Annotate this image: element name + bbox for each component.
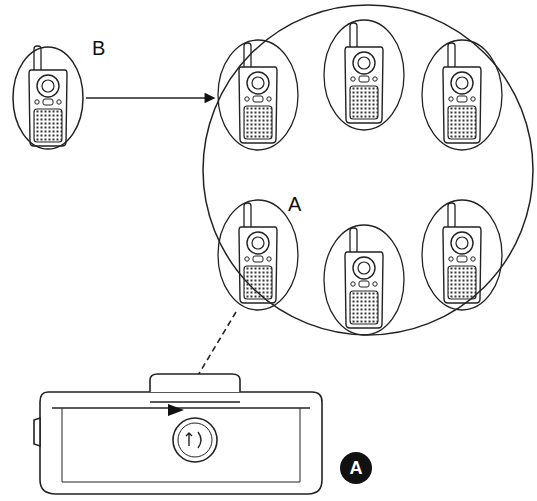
callout-badge: A (340, 452, 372, 484)
callout-letter: A (350, 458, 363, 479)
arrow-connector (86, 93, 215, 103)
node-outline (202, 4, 534, 336)
group-ellipse: B (12, 46, 84, 150)
group-letter: B (92, 38, 105, 58)
group-circle: A (202, 4, 534, 336)
node-outline (12, 46, 84, 150)
group-letter: A (288, 194, 301, 214)
